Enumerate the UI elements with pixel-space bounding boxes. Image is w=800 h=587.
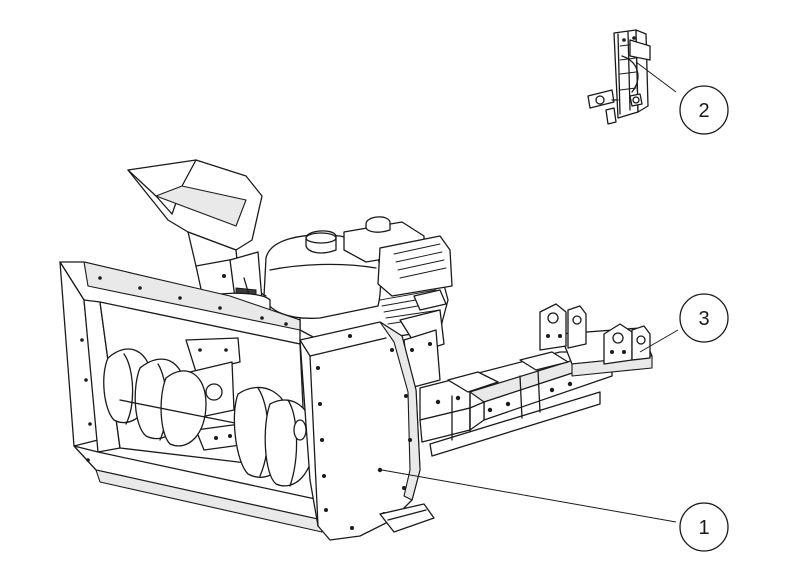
callout-label-3: 3 bbox=[698, 308, 709, 330]
leader-line-1 bbox=[381, 469, 677, 523]
callout-3: 3 bbox=[679, 293, 729, 343]
callout-circle-3 bbox=[679, 293, 729, 343]
callout-circle-1 bbox=[679, 502, 729, 552]
callout-circle-2 bbox=[679, 85, 729, 135]
leader-lines bbox=[381, 61, 679, 523]
auger-spirals bbox=[103, 348, 331, 487]
hitch-frame-part bbox=[419, 303, 653, 457]
mounting-bracket-part bbox=[587, 29, 651, 125]
callout-2: 2 bbox=[679, 85, 729, 135]
callout-label-1: 1 bbox=[698, 517, 709, 539]
callout-label-2: 2 bbox=[698, 100, 709, 122]
leader-line-2 bbox=[635, 61, 677, 93]
leader-line-3 bbox=[639, 329, 679, 353]
housing-side-plate bbox=[299, 321, 435, 541]
callout-1: 1 bbox=[679, 502, 729, 552]
